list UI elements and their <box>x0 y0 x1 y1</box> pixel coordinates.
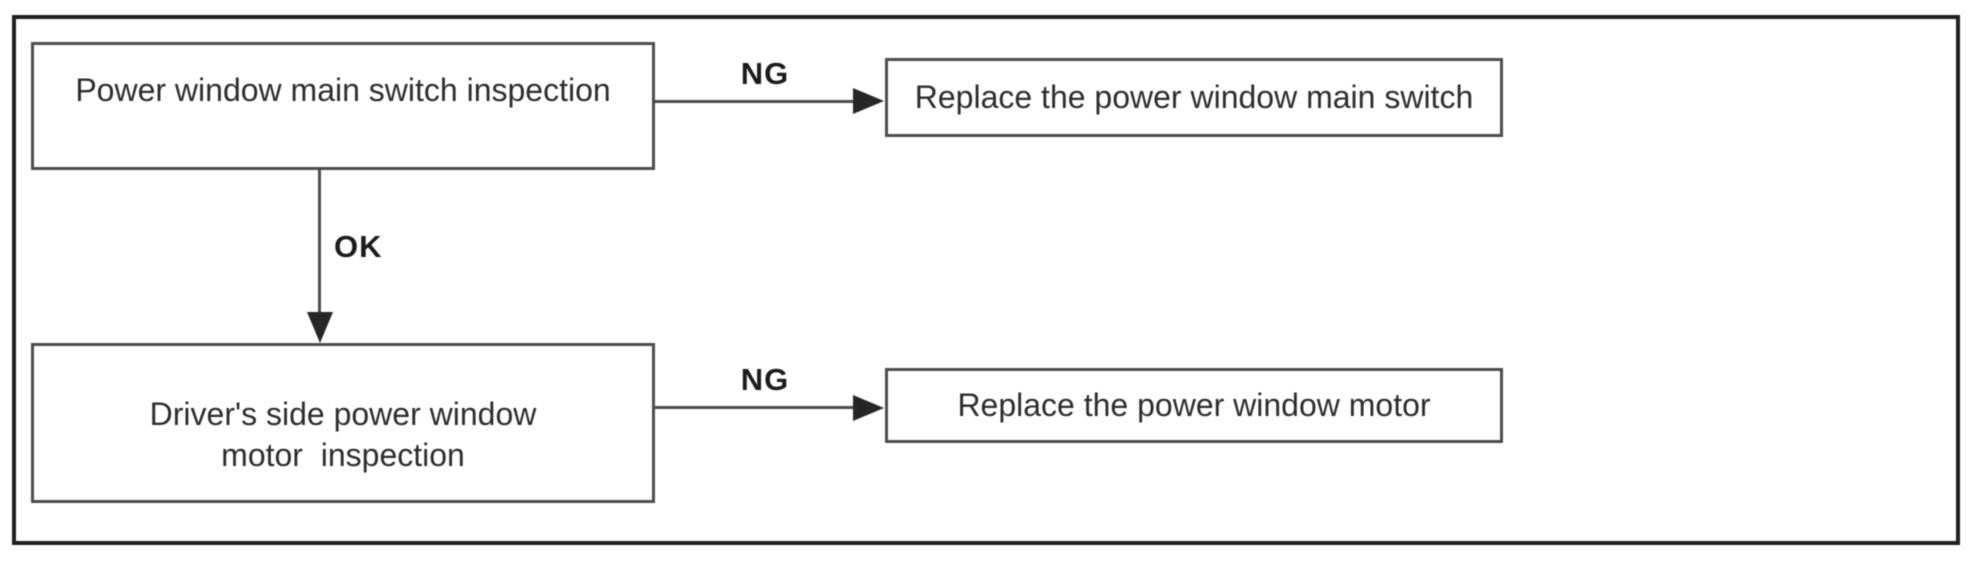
edge-line-ok <box>318 170 321 315</box>
node-replace-main-switch: Replace the power window main switch <box>885 58 1503 137</box>
node-label: Replace the power window motor <box>957 387 1431 423</box>
edge-label-ng-top: NG <box>740 56 790 91</box>
arrowhead-down-icon <box>307 312 333 343</box>
edge-label-ok: OK <box>334 229 383 264</box>
node-replace-motor: Replace the power window motor <box>885 368 1503 443</box>
node-main-switch-inspection: Power window main switch inspection <box>31 42 655 170</box>
edge-line-ng-top <box>655 100 853 103</box>
arrowhead-right-icon <box>853 88 884 114</box>
node-label: Power window main switch inspection <box>75 72 611 108</box>
diagram-frame <box>12 15 1960 545</box>
node-label: Replace the power window main switch <box>914 79 1474 115</box>
arrowhead-right-icon <box>853 395 884 421</box>
node-motor-inspection: Driver's side power window motor inspect… <box>31 343 655 503</box>
node-label-line-1: Driver's side power window <box>149 396 537 432</box>
edge-line-ng-bottom <box>655 406 853 409</box>
node-label-line-2: motor inspection <box>221 437 465 473</box>
edge-label-ng-bottom: NG <box>740 362 790 397</box>
